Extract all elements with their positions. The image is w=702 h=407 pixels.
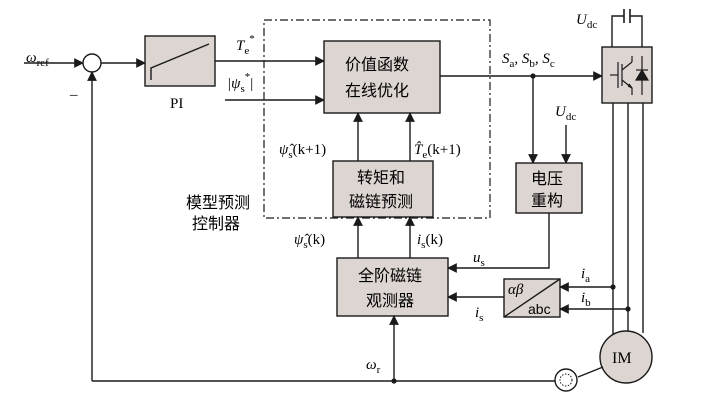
omega-r-label: ωr	[366, 357, 381, 376]
predict-line1: 转矩和	[357, 168, 405, 187]
svg-text:ωref: ωref	[26, 50, 49, 69]
encoder-disk	[559, 373, 573, 387]
voltage-line1: 电压	[531, 169, 563, 188]
psi-hat-next-label: ψ̂s(k+1)	[279, 142, 326, 161]
prediction-block	[332, 160, 434, 218]
observer-line2: 观测器	[366, 291, 414, 310]
te-star-label: Te*	[236, 33, 255, 57]
udc-top-label: Udc	[576, 12, 597, 31]
induction-motor	[599, 330, 653, 384]
te-hat-next-label: T̂e(k+1)	[414, 142, 461, 161]
ib-label: ib	[581, 290, 591, 309]
transform-bottom: abc	[528, 301, 551, 317]
pi-characteristic-icon	[150, 43, 210, 80]
ia-label: ia	[581, 266, 590, 285]
pi-label: PI	[170, 96, 183, 112]
pi-block	[144, 35, 216, 87]
is-obs-label: is	[475, 305, 483, 324]
observer-line1: 全阶磁链	[358, 266, 422, 285]
cost-line1: 价值函数	[345, 55, 409, 74]
dc-link-left	[611, 15, 624, 47]
voltage-reconstruction-block	[515, 162, 583, 214]
dc-link-right	[630, 15, 643, 47]
motor-shaft	[577, 366, 604, 378]
diode-icon	[634, 56, 650, 95]
psi-hat-k-label: ψ̂s(k)	[294, 232, 325, 251]
is-k-label: is(k)	[417, 232, 443, 251]
encoder-icon	[554, 368, 578, 392]
mpc-label-line1: 模型预测	[186, 193, 250, 212]
omega-ref-label: ωref	[26, 50, 49, 69]
voltage-line2: 重构	[531, 191, 563, 210]
transform-top: αβ	[508, 282, 524, 298]
cost-function-block	[323, 40, 441, 114]
udc-mid-label: Udc	[555, 104, 576, 123]
cost-line2: 在线优化	[345, 81, 409, 100]
igbt-icon	[610, 56, 633, 95]
mpc-boundary	[263, 19, 491, 219]
us-arrow	[447, 213, 550, 273]
observer-block	[336, 257, 449, 317]
us-label: us	[473, 250, 485, 269]
psi-star-label: |ψs*|	[227, 71, 253, 95]
mpc-label-line2: 控制器	[192, 214, 240, 233]
transform-divider	[503, 278, 561, 318]
switching-label: Sa, Sb, Sc	[502, 51, 555, 70]
summing-junction	[82, 53, 102, 73]
predict-line2: 磁链预测	[349, 192, 413, 211]
motor-label: IM	[612, 350, 632, 367]
minus-sign: –	[69, 87, 78, 103]
